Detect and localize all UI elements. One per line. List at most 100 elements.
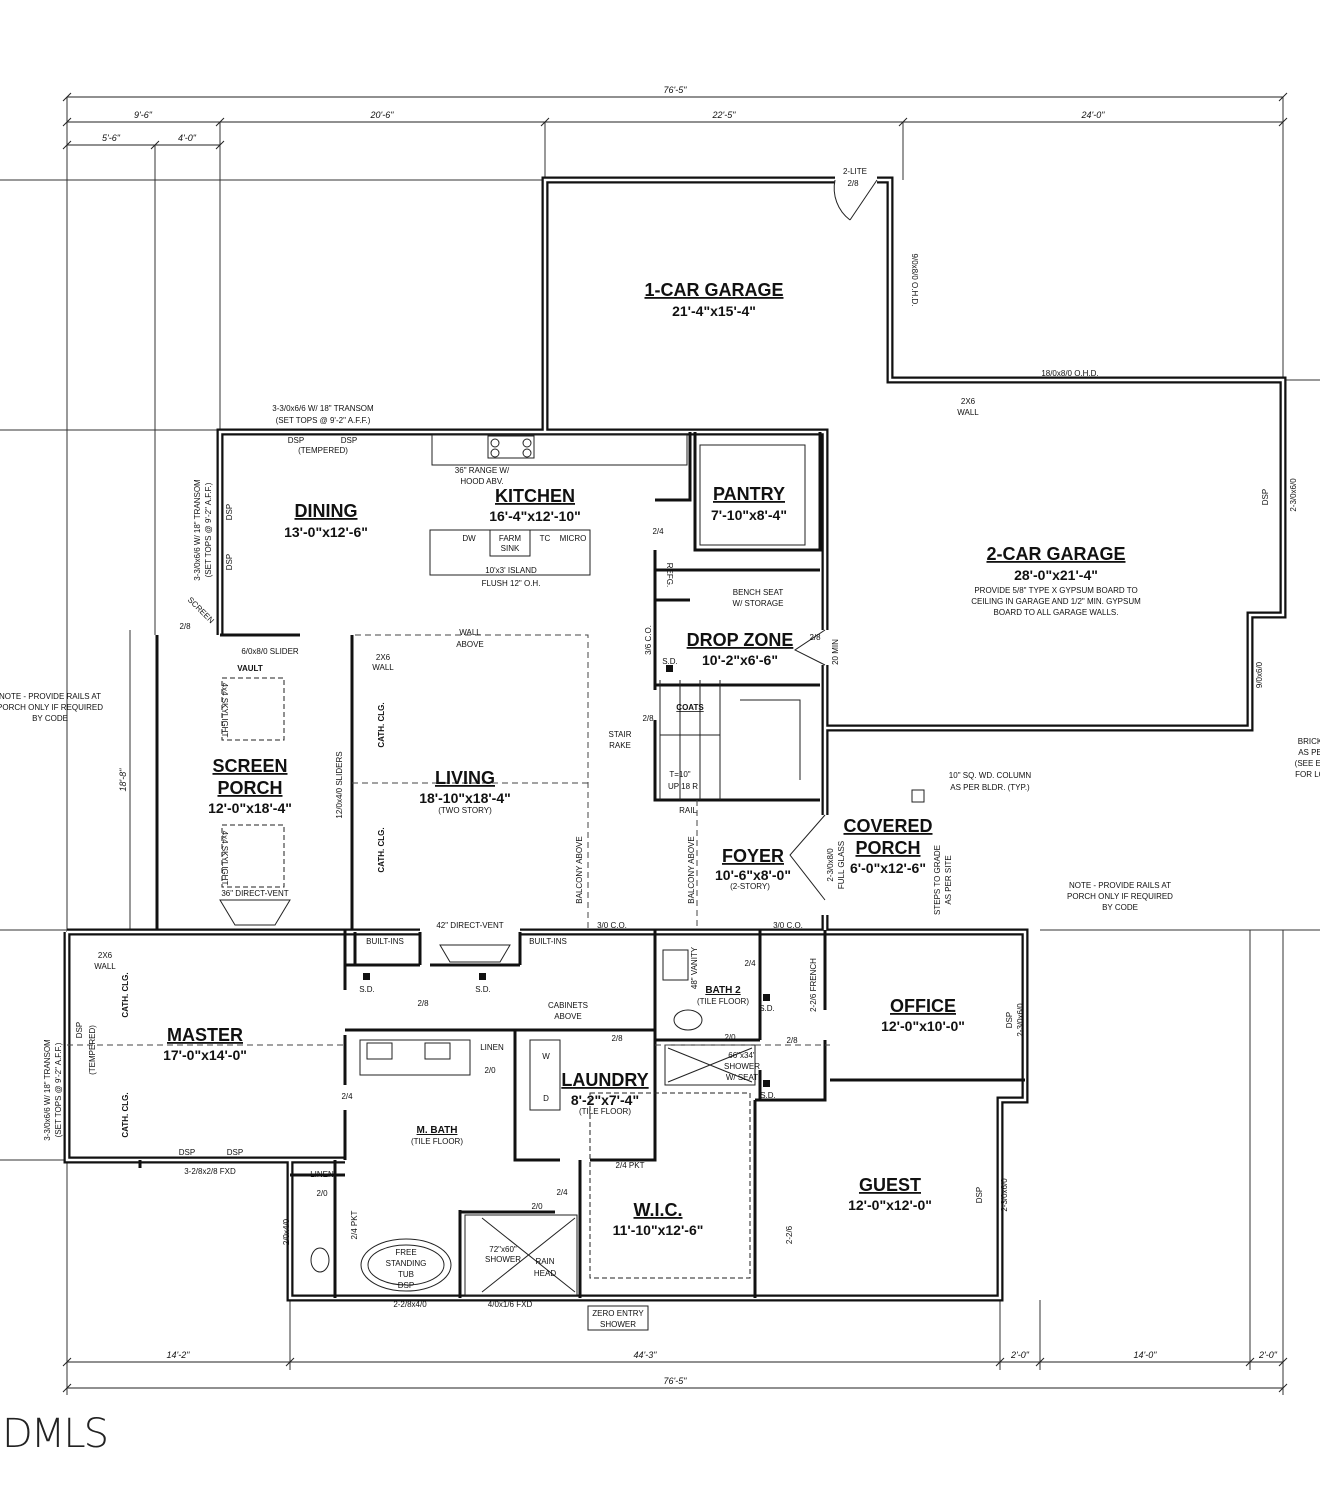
dim-bottom: 14'-0" bbox=[1134, 1350, 1158, 1360]
note: FLUSH 12" O.H. bbox=[482, 579, 541, 588]
annotations: 2-LITE 2/8 9/0x8/0 O.H.D. 18/0x8/0 O.H.D… bbox=[0, 167, 1320, 1331]
note: 2X6 bbox=[98, 951, 113, 960]
room-size: 12'-0"x12'-0" bbox=[848, 1197, 932, 1213]
note: 2/4 PKT bbox=[616, 1161, 645, 1170]
note: HEAD bbox=[534, 1269, 556, 1278]
note: DSP bbox=[341, 436, 357, 445]
note: 2X6 bbox=[376, 653, 391, 662]
note: 3-3/0x6/6 W/ 18" TRANSOM bbox=[43, 1039, 52, 1141]
note: (TEMPERED) bbox=[298, 446, 348, 455]
note: 2-3/0x6/0 bbox=[1289, 478, 1298, 512]
note: 4x4 SKYLIGHT bbox=[220, 831, 229, 886]
note: 9/0x8/0 O.H.D. bbox=[910, 254, 919, 307]
room-size: 17'-0"x14'-0" bbox=[163, 1047, 247, 1063]
room-note: (TILE FLOOR) bbox=[411, 1137, 463, 1146]
room-size: 18'-10"x18'-4" bbox=[419, 790, 511, 806]
room-labels: 1-CAR GARAGE 21'-4"x15'-4" 2-CAR GARAGE … bbox=[163, 280, 1141, 1238]
dim-top: 24'-0" bbox=[1081, 110, 1106, 120]
dim-top: 4'-0" bbox=[178, 133, 197, 143]
note: S.D. bbox=[760, 1091, 776, 1100]
room-note: CEILING IN GARAGE AND 1/2" MIN. GYPSUM bbox=[971, 597, 1141, 606]
room-name: PANTRY bbox=[713, 484, 785, 504]
note: AS PER SITE bbox=[944, 855, 953, 904]
note: ABOVE bbox=[554, 1012, 582, 1021]
room-size: 13'-0"x12'-6" bbox=[284, 524, 368, 540]
note: DSP bbox=[75, 1022, 84, 1038]
note: 20 MIN bbox=[831, 639, 840, 665]
note: SHOWER bbox=[485, 1255, 521, 1264]
room-name: PORCH bbox=[855, 838, 920, 858]
note: W bbox=[542, 1052, 550, 1061]
dim-bottom: 2'-0" bbox=[1010, 1350, 1030, 1360]
room-size: 12'-0"x18'-4" bbox=[208, 800, 292, 816]
room-name: MASTER bbox=[167, 1025, 243, 1045]
note: NOTE - PROVIDE RAILS AT bbox=[0, 692, 101, 701]
note: BRICK bbox=[1298, 737, 1320, 746]
note: 72"x60" bbox=[489, 1245, 517, 1254]
room-name: COVERED bbox=[843, 816, 932, 836]
note: DSP bbox=[975, 1187, 984, 1203]
mls-logo: DMLS bbox=[2, 1411, 107, 1457]
note: T=10" bbox=[669, 770, 690, 779]
note: ZERO ENTRY bbox=[592, 1309, 644, 1318]
room-size: 10'-6"x8'-0" bbox=[715, 867, 791, 883]
note: CATH. CLG. bbox=[377, 702, 386, 747]
note: SCREEN bbox=[186, 595, 216, 625]
note: 2/8 bbox=[179, 622, 191, 631]
note: BENCH SEAT bbox=[733, 588, 784, 597]
note: S.D. bbox=[759, 1004, 775, 1013]
note: RAIL bbox=[679, 806, 697, 815]
dim-top: 5'-6" bbox=[102, 133, 121, 143]
note: 2-3/0x6/0 bbox=[1016, 1003, 1025, 1037]
note: AS PER BLDR. (TYP.) bbox=[950, 783, 1030, 792]
note: 2/4 bbox=[556, 1188, 568, 1197]
note: SHOWER bbox=[600, 1320, 636, 1329]
note: MICRO bbox=[560, 534, 587, 543]
room-name: W.I.C. bbox=[634, 1200, 683, 1220]
room-name: GUEST bbox=[859, 1175, 921, 1195]
note: BALCONY ABOVE bbox=[575, 836, 584, 903]
note: W/ STORAGE bbox=[733, 599, 784, 608]
note: (SET TOPS @ 9'-2" A.F.F.) bbox=[54, 1042, 63, 1137]
note: TC bbox=[540, 534, 551, 543]
note: UP 18 R bbox=[668, 782, 698, 791]
dim-bottom: 2'-0" bbox=[1258, 1350, 1278, 1360]
note: BUILT-INS bbox=[366, 937, 404, 946]
note: BUILT-INS bbox=[529, 937, 567, 946]
note: NOTE - PROVIDE RAILS AT bbox=[1069, 881, 1171, 890]
room-name: SCREEN bbox=[212, 756, 287, 776]
note: 10" SQ. WD. COLUMN bbox=[949, 771, 1032, 780]
note: WALL bbox=[957, 408, 979, 417]
room-name: M. BATH bbox=[417, 1125, 458, 1136]
note: 2/0 bbox=[316, 1189, 328, 1198]
note: S.D. bbox=[662, 657, 678, 666]
note: 4x4 SKYLIGHT bbox=[220, 683, 229, 738]
note: 3/6 C.O. bbox=[644, 625, 653, 655]
note: (TEMPERED) bbox=[88, 1025, 97, 1075]
note: AS PE bbox=[1298, 748, 1320, 757]
note: STANDING bbox=[386, 1259, 427, 1268]
room-size: 10'-2"x6'-6" bbox=[702, 652, 778, 668]
note: 66"x34" bbox=[728, 1051, 756, 1060]
note: 2/0 bbox=[531, 1202, 543, 1211]
note: 2/4 bbox=[341, 1092, 353, 1101]
room-note: PROVIDE 5/8" TYPE X GYPSUM BOARD TO bbox=[974, 586, 1137, 595]
room-size: 12'-0"x10'-0" bbox=[881, 1018, 965, 1034]
note: RAIN bbox=[535, 1257, 554, 1266]
note: 2-2/6 bbox=[785, 1225, 794, 1244]
note: 2/8 bbox=[642, 714, 654, 723]
note: TUB bbox=[398, 1270, 414, 1279]
room-note: (TILE FLOOR) bbox=[579, 1107, 631, 1116]
note: 36" RANGE W/ bbox=[455, 466, 510, 475]
note: FREE bbox=[395, 1248, 416, 1257]
note: LINEN bbox=[480, 1043, 504, 1052]
note: DSP bbox=[1261, 489, 1270, 505]
note: 42" DIRECT-VENT bbox=[436, 921, 503, 930]
note: BY CODE bbox=[1102, 903, 1138, 912]
room-note: (2-STORY) bbox=[730, 882, 770, 891]
note: CATH. CLG. bbox=[121, 1092, 130, 1137]
exterior-walls bbox=[67, 180, 1283, 1298]
room-name: FOYER bbox=[722, 846, 784, 866]
room-size: 11'-10"x12'-6" bbox=[613, 1222, 704, 1238]
